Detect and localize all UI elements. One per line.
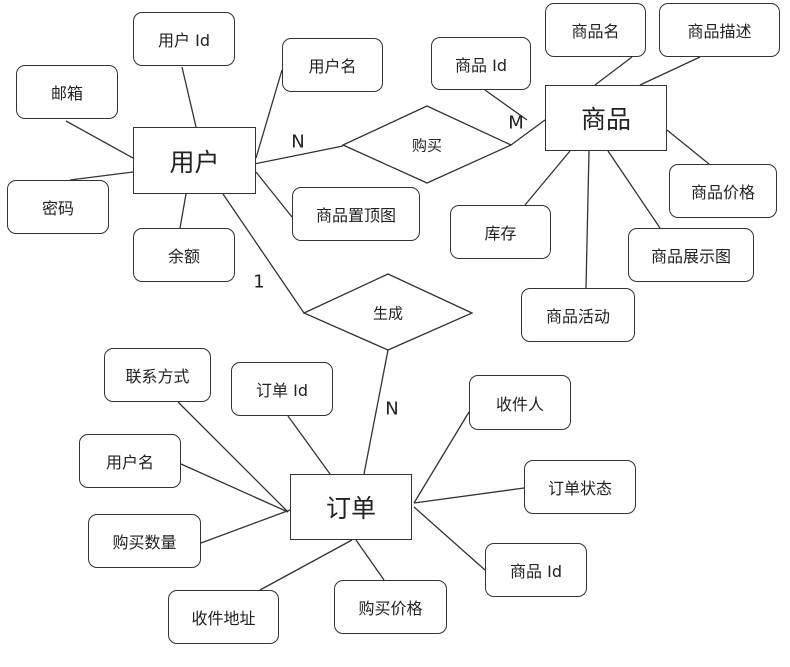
connector [222, 193, 305, 314]
attr-product-display-image: 商品展示图 [628, 228, 754, 282]
connector [259, 539, 353, 591]
connector [666, 129, 710, 165]
attr-order-price: 购买价格 [334, 580, 447, 634]
connector [510, 119, 546, 146]
connector [177, 401, 289, 513]
connector [413, 411, 470, 504]
attr-product-stock: 库存 [450, 205, 551, 259]
attr-user-email: 邮箱 [16, 65, 118, 119]
relationship-generate-label: 生成 [372, 304, 404, 323]
relationship-purchase-diamond [341, 105, 513, 184]
connector [484, 89, 528, 121]
connector [255, 171, 293, 218]
attr-user-pinned-image: 商品置顶图 [292, 187, 420, 241]
entity-product: 商品 [545, 85, 667, 151]
connector [607, 150, 661, 229]
attr-order-user-name: 用户名 [79, 434, 181, 488]
attr-product-price: 商品价格 [669, 164, 777, 218]
attr-user-id: 用户 Id [133, 12, 235, 66]
relationship-generate-diamond [302, 273, 474, 351]
entity-user: 用户 [133, 127, 256, 194]
attr-product-activity: 商品活动 [521, 288, 635, 342]
attr-order-status: 订单状态 [524, 460, 636, 514]
connector [253, 145, 344, 165]
connector [69, 171, 134, 181]
attr-order-recipient: 收件人 [469, 375, 571, 430]
connector [355, 539, 385, 581]
attr-order-quantity: 购买数量 [88, 514, 201, 568]
attr-order-contact: 联系方式 [104, 348, 211, 402]
connector [255, 69, 283, 159]
attr-user-name: 用户名 [282, 38, 383, 92]
connector [413, 487, 525, 504]
connector [65, 120, 134, 159]
relationship-purchase-label: 购买 [411, 136, 443, 155]
attr-product-id: 商品 Id [431, 37, 531, 90]
cardinality-label: N [291, 131, 305, 153]
attr-product-description: 商品描述 [659, 3, 780, 57]
connector [200, 509, 291, 544]
cardinality-label: M [508, 112, 524, 134]
attr-product-name: 商品名 [545, 3, 646, 57]
entity-order: 订单 [290, 474, 412, 540]
connector [180, 463, 289, 513]
attr-order-address: 收件地址 [168, 590, 279, 644]
connector [287, 415, 331, 475]
attr-user-password: 密码 [7, 180, 109, 234]
connector [363, 349, 389, 475]
connector [413, 506, 486, 571]
attr-order-id: 订单 Id [231, 362, 333, 416]
connector [181, 66, 197, 128]
cardinality-label: 1 [253, 271, 265, 293]
attr-user-balance: 余额 [133, 228, 235, 282]
connector [179, 193, 187, 229]
connector [524, 150, 571, 206]
connector [585, 150, 590, 289]
connector [639, 56, 701, 86]
connector [594, 56, 633, 86]
attr-order-product-id: 商品 Id [485, 543, 587, 597]
cardinality-label: N [385, 398, 399, 420]
